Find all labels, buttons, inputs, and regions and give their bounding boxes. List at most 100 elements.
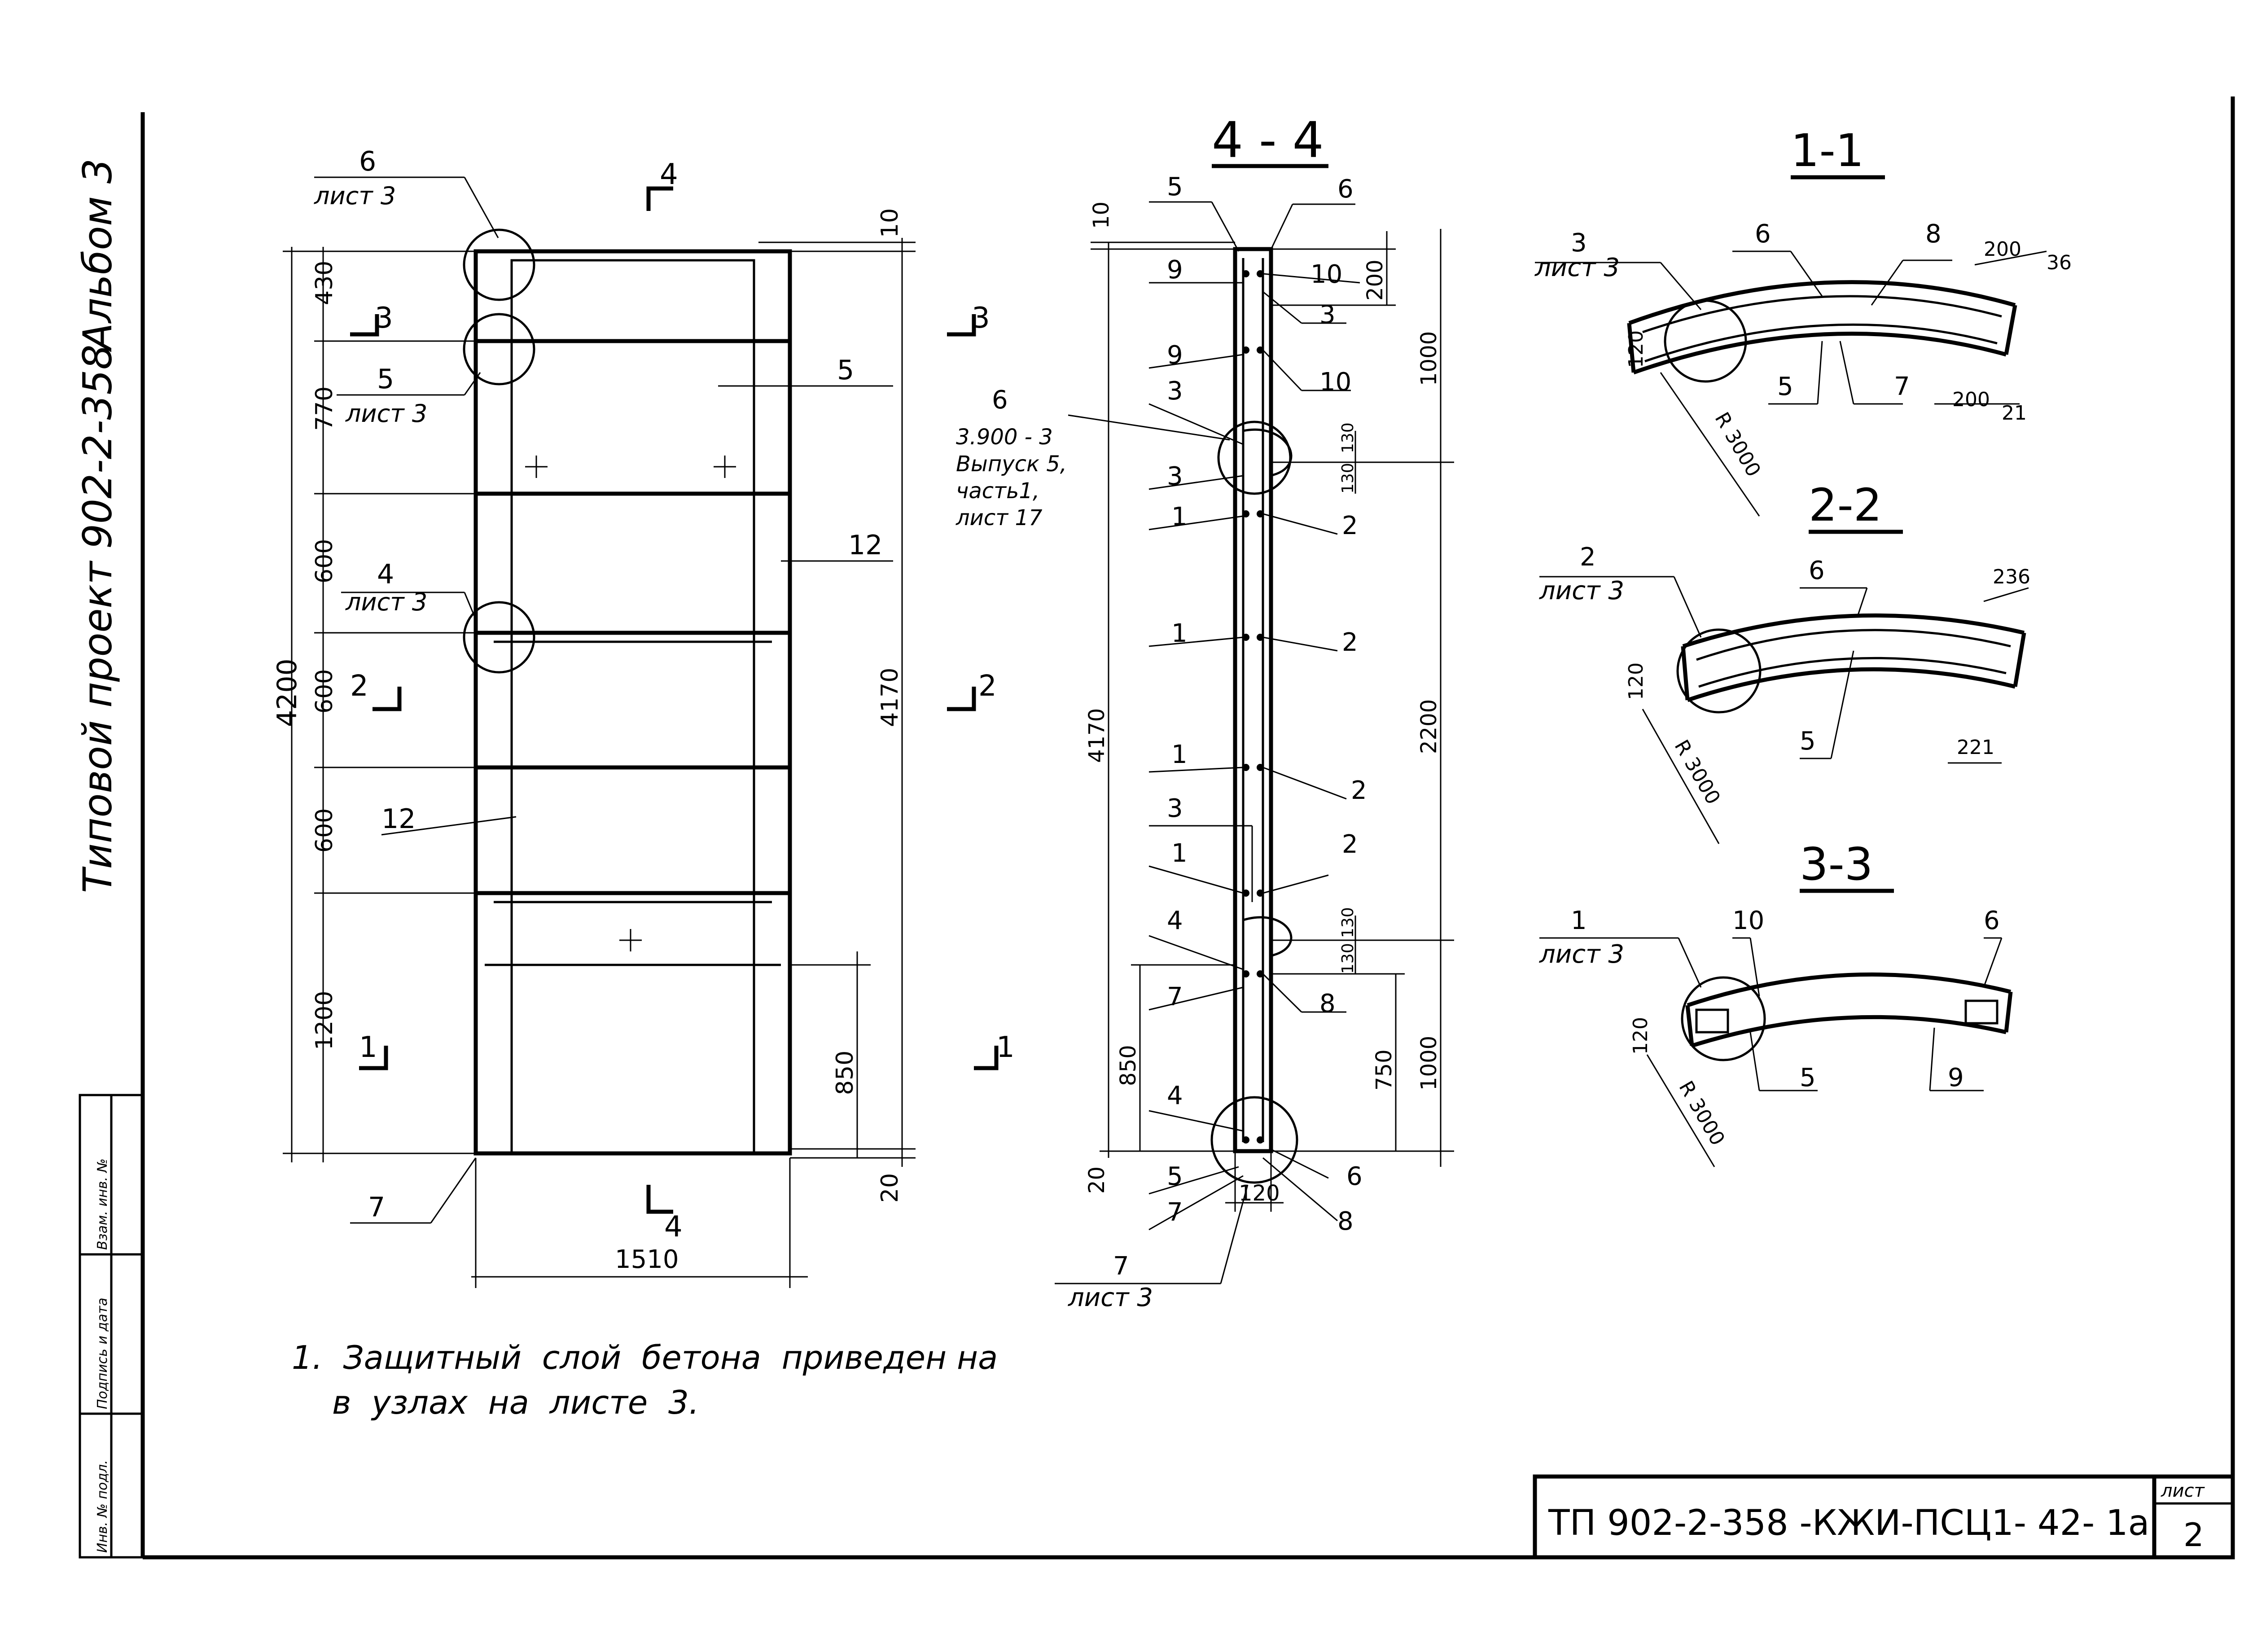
svg-text:3: 3 <box>1167 794 1183 823</box>
stamp-podpis: Подпись и дата <box>95 1298 110 1410</box>
section-1-1-title: 1-1 <box>1791 124 1864 177</box>
svg-text:200: 200 <box>1984 238 2021 261</box>
title-block-code: ТП 902-2-358 -КЖИ-ПСЦ1- 42- 1а <box>1548 1503 2149 1543</box>
stamp-vzam: Взам. инв. № <box>95 1158 110 1250</box>
svg-text:R 3000: R 3000 <box>1710 408 1765 481</box>
svg-text:2200: 2200 <box>1416 699 1442 754</box>
svg-text:1000: 1000 <box>1416 1036 1442 1091</box>
svg-text:1: 1 <box>1171 619 1188 648</box>
svg-text:10: 10 <box>1319 368 1351 397</box>
svg-text:2: 2 <box>1342 830 1358 859</box>
svg-text:6: 6 <box>1346 1162 1363 1191</box>
svg-text:221: 221 <box>1957 736 1994 759</box>
svg-text:7: 7 <box>1167 1198 1183 1227</box>
svg-text:600: 600 <box>311 808 338 853</box>
svg-text:1: 1 <box>359 1031 377 1064</box>
svg-text:7: 7 <box>1894 372 1910 401</box>
section-marks: 4 3 3 2 2 1 1 4 <box>350 158 1015 1244</box>
svg-text:2: 2 <box>1351 776 1367 805</box>
svg-text:130: 130 <box>1339 907 1357 938</box>
elevation-callout-5: 5 лист 3 <box>337 364 481 428</box>
svg-text:236: 236 <box>1993 565 2030 588</box>
svg-text:1: 1 <box>996 1031 1015 1064</box>
svg-text:600: 600 <box>311 669 338 714</box>
section-3-3: 3-3 1 лист 3 10 6 5 9 120 R 3000 <box>1539 838 2013 1167</box>
svg-text:8: 8 <box>1319 989 1336 1018</box>
svg-text:600: 600 <box>311 539 338 583</box>
svg-text:120: 120 <box>1629 1017 1652 1055</box>
section-4-4-title: 4 - 4 <box>1212 111 1324 169</box>
elevation-view <box>463 228 792 1156</box>
section-4-4: 4 - 4 <box>1210 111 1328 1184</box>
svg-text:20: 20 <box>877 1173 903 1203</box>
svg-text:770: 770 <box>311 386 338 431</box>
svg-text:Выпуск 5,: Выпуск 5, <box>956 451 1067 477</box>
svg-text:1000: 1000 <box>1416 331 1442 386</box>
elevation-callout-6: 6 лист 3 <box>314 146 499 238</box>
svg-text:6: 6 <box>1337 175 1354 204</box>
side-title-album: Альбом 3 <box>75 158 121 352</box>
svg-text:200: 200 <box>1952 388 1990 411</box>
notes: 1. Защитный слой бетона приведен на в уз… <box>292 1339 998 1421</box>
svg-text:6: 6 <box>1809 556 1825 585</box>
svg-text:лист 3: лист 3 <box>1534 253 1620 282</box>
svg-text:12: 12 <box>848 530 882 561</box>
svg-text:4170: 4170 <box>1084 708 1109 763</box>
section-4-4-ref-block: 3.900 - 3 Выпуск 5, часть1, лист 17 <box>955 425 1067 530</box>
svg-text:9: 9 <box>1167 255 1183 285</box>
svg-text:5: 5 <box>1167 172 1183 202</box>
section-3-3-title: 3-3 <box>1800 838 1873 890</box>
section-4-4-labels-left: 5 9 9 6 3 3 1 1 1 3 1 4 7 4 5 7 7 лист 3 <box>992 172 1253 1312</box>
svg-text:10: 10 <box>877 208 903 238</box>
svg-text:1510: 1510 <box>615 1245 679 1274</box>
stamp-inv-podl: Инв. № подл. <box>95 1460 110 1553</box>
svg-text:9: 9 <box>1948 1063 1964 1092</box>
svg-text:часть1,: часть1, <box>956 478 1039 504</box>
svg-text:750: 750 <box>1372 1049 1397 1091</box>
svg-text:2: 2 <box>1580 543 1596 572</box>
svg-text:850: 850 <box>1116 1045 1141 1086</box>
note-line-1: 1. Защитный слой бетона приведен на <box>292 1339 998 1376</box>
left-stamp: Инв. № подл. Подпись и дата Взам. инв. № <box>79 1094 144 1559</box>
svg-text:3: 3 <box>972 302 990 335</box>
svg-text:4: 4 <box>664 1210 683 1244</box>
svg-text:6: 6 <box>992 386 1008 415</box>
side-title-project: Типовой проект 902-2-358 <box>75 345 121 893</box>
svg-text:4170: 4170 <box>877 668 903 727</box>
elevation-callout-4: 4 лист 3 <box>341 559 477 620</box>
elevation-position-labels: 5 12 12 7 <box>350 355 893 1224</box>
svg-text:3.900 - 3: 3.900 - 3 <box>956 425 1053 450</box>
svg-text:лист 3: лист 3 <box>345 399 427 428</box>
note-line-2: в узлах на листе 3. <box>332 1384 699 1421</box>
svg-text:1: 1 <box>1171 502 1188 531</box>
svg-text:10: 10 <box>1310 260 1342 289</box>
sheet-frame <box>140 96 2235 1560</box>
svg-text:120: 120 <box>1239 1181 1280 1206</box>
svg-text:4200: 4200 <box>272 658 303 727</box>
section-2-2-title: 2-2 <box>1809 479 1882 531</box>
svg-text:130: 130 <box>1339 943 1357 974</box>
svg-text:4: 4 <box>660 158 678 191</box>
section-2-2: 2-2 2 лист 3 6 5 236 221 120 R 3000 <box>1539 479 2030 844</box>
title-block: ТП 902-2-358 -КЖИ-ПСЦ1- 42- 1а лист 2 <box>1533 1474 2235 1560</box>
svg-text:1: 1 <box>1571 906 1587 935</box>
svg-text:8: 8 <box>1925 219 1942 249</box>
section-4-4-labels-right: 6 10 3 10 2 2 2 2 8 6 8 <box>1262 175 1367 1236</box>
svg-text:2: 2 <box>1342 511 1358 540</box>
svg-text:3: 3 <box>1571 228 1587 258</box>
svg-text:9: 9 <box>1167 341 1183 370</box>
svg-text:2: 2 <box>1342 628 1358 657</box>
svg-text:21: 21 <box>2002 402 2027 425</box>
svg-text:4: 4 <box>1167 1081 1183 1110</box>
svg-text:1200: 1200 <box>311 991 338 1050</box>
section-1-1: 1-1 3 лист 3 6 8 5 7 200 36 <box>1534 124 2072 517</box>
section-4-4-dims: 10 200 1000 130 130 2200 130 130 1000 75… <box>1084 202 1454 1212</box>
svg-text:6: 6 <box>1984 906 2000 935</box>
svg-text:10: 10 <box>1732 906 1764 935</box>
svg-text:лист 3: лист 3 <box>1539 576 1624 605</box>
svg-text:130: 130 <box>1339 422 1357 453</box>
svg-text:36: 36 <box>2047 251 2072 274</box>
svg-text:5: 5 <box>377 364 394 395</box>
svg-text:120: 120 <box>1625 662 1648 700</box>
